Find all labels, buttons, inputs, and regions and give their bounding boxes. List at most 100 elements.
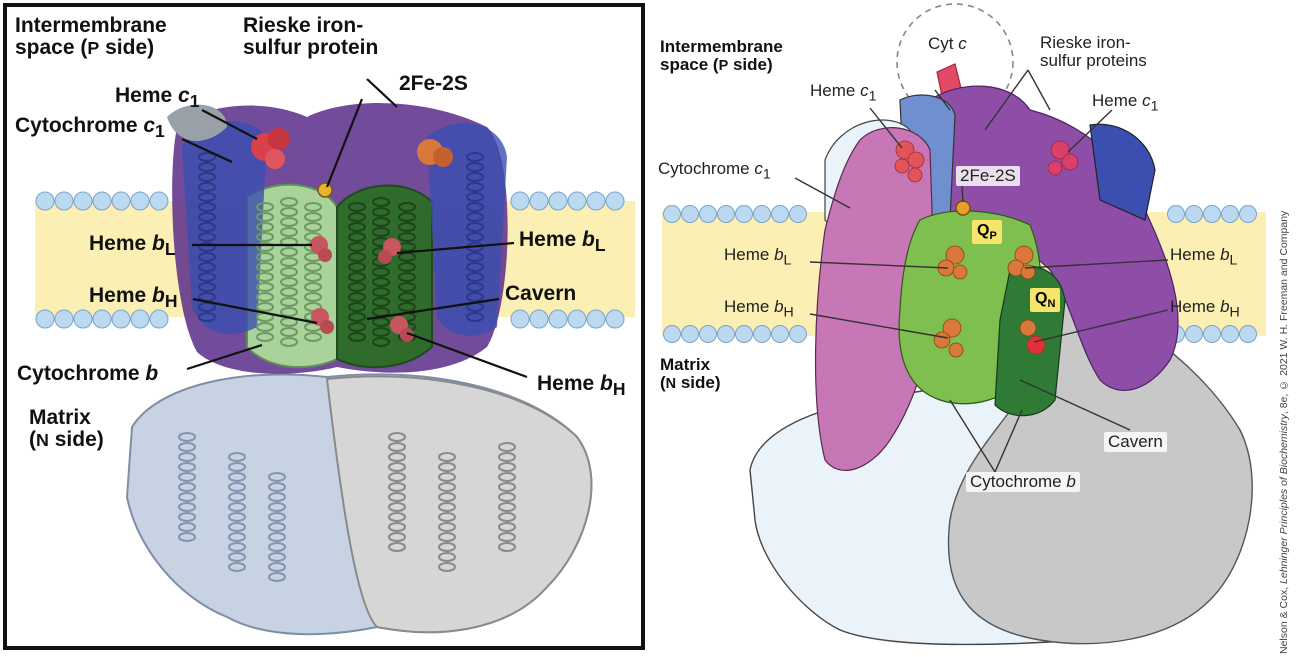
heme-c1-right-cluster: [1047, 140, 1079, 176]
cyt-c-label: Cyt c: [928, 34, 967, 53]
lipid-head: [130, 309, 150, 329]
helix-turn: [498, 462, 516, 472]
helix-turn: [304, 202, 322, 212]
helix-turn: [438, 452, 456, 462]
helix-turn: [198, 282, 216, 292]
helix-turn: [280, 217, 298, 227]
helix-turn: [256, 232, 274, 242]
helix-turn: [388, 432, 406, 442]
ribbon-structure-art: [35, 78, 635, 636]
helix-turn: [304, 222, 322, 232]
lipid-heads-bottom: [35, 309, 625, 329]
helix-turn: [348, 242, 366, 252]
lipid-head: [586, 191, 606, 211]
heme-bl-right-cluster: [1007, 245, 1036, 280]
helix-turn: [438, 482, 456, 492]
helix-turn: [466, 212, 484, 222]
helix-turn: [228, 552, 246, 562]
helix-turn: [198, 232, 216, 242]
helix-turn: [388, 502, 406, 512]
lipid-head: [771, 205, 789, 223]
helix-turn: [280, 307, 298, 317]
helix-turn: [228, 562, 246, 572]
helix-turn: [398, 222, 416, 232]
helix-turn: [256, 302, 274, 312]
lipid-head: [717, 325, 735, 343]
helix-turn: [304, 262, 322, 272]
helix-turn: [280, 277, 298, 287]
helix-turn: [268, 532, 286, 542]
helix-turn: [228, 522, 246, 532]
helix-turn: [256, 242, 274, 252]
heme-bh-label-right-right: Heme bH: [1170, 297, 1240, 321]
heme-bl-label-right-right: Heme bL: [1170, 245, 1238, 269]
cofactors: [251, 128, 453, 342]
surface-schematic-art: [662, 3, 1266, 646]
helix-turn: [198, 242, 216, 252]
heme-c1-label-right-right: Heme c1: [1092, 91, 1159, 115]
intermembrane-label-left: Intermembrane space (P side): [15, 14, 167, 60]
helix-turn: [268, 502, 286, 512]
helix-turn: [304, 292, 322, 302]
cavern-label-left: Cavern: [505, 282, 577, 305]
helix-turn: [280, 227, 298, 237]
lipid-head: [54, 191, 74, 211]
helix-turn: [198, 172, 216, 182]
cyt-c1-blue-right: [1089, 123, 1156, 221]
helix-turn: [348, 222, 366, 232]
lipid-head: [699, 325, 717, 343]
helix-turn: [398, 212, 416, 222]
lipid-head: [789, 325, 807, 343]
lipid-head: [699, 205, 717, 223]
helix-turn: [398, 202, 416, 212]
copyright-credit: Nelson & Cox, Lehninger Principles of Bi…: [1278, 210, 1290, 654]
helix-turn: [198, 302, 216, 312]
transmembrane-helices: [167, 103, 508, 374]
tm-helix-coils: [198, 152, 484, 347]
helix-turn: [498, 472, 516, 482]
helix-turn: [198, 212, 216, 222]
helix-turn: [280, 287, 298, 297]
helix-turn: [198, 252, 216, 262]
helix-turn: [228, 482, 246, 492]
lipid-head: [510, 191, 530, 211]
heme-bl-label-right-left: Heme bL: [724, 245, 792, 269]
helix-turn: [256, 322, 274, 332]
helix-turn: [228, 512, 246, 522]
helix-turn: [178, 472, 196, 482]
helix-turn: [372, 217, 390, 227]
lipid-head: [35, 191, 55, 211]
helix-turn: [498, 452, 516, 462]
helix-turn: [178, 502, 196, 512]
helix-turn: [280, 337, 298, 347]
helix-turn: [178, 522, 196, 532]
helix-turn: [372, 297, 390, 307]
helix-turn: [388, 492, 406, 502]
helix-turn: [256, 262, 274, 272]
lipid-head: [789, 205, 807, 223]
lipid-head: [92, 309, 112, 329]
helix-turn: [198, 262, 216, 272]
heme-bl-right-spheres: [378, 238, 401, 264]
helix-turn: [348, 212, 366, 222]
helix-turn: [228, 532, 246, 542]
helix-turn: [228, 502, 246, 512]
helix-turn: [256, 202, 274, 212]
lipid-head: [605, 191, 625, 211]
cavern-label-right: Cavern: [1104, 432, 1167, 452]
helix-turn: [466, 172, 484, 182]
lipid-head: [567, 191, 587, 211]
matrix-helix-coils: [178, 432, 516, 582]
helix-turn: [348, 282, 366, 292]
lipid-head: [111, 191, 131, 211]
helix-turn: [280, 267, 298, 277]
lipid-head: [510, 309, 530, 329]
helix-turn: [348, 272, 366, 282]
helix-turn: [498, 522, 516, 532]
helix-turn: [438, 532, 456, 542]
qn-site-label: QN: [1030, 288, 1061, 313]
lipid-head: [54, 309, 74, 329]
helix-turn: [498, 502, 516, 512]
helix-turn: [348, 292, 366, 302]
lipid-head: [1167, 205, 1185, 223]
